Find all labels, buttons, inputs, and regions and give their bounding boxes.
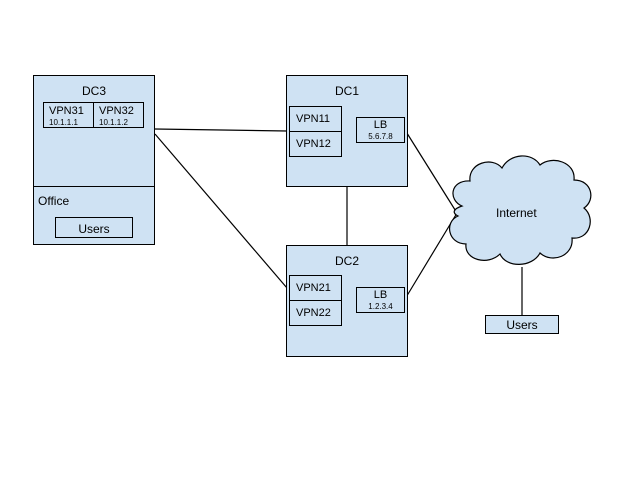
lb1-box: LB 5.6.7.8 [356, 117, 405, 143]
internet-cloud-icon [449, 155, 592, 265]
vpn22-label: VPN22 [296, 307, 331, 319]
vpn11-label: VPN11 [296, 113, 331, 125]
lb2-label: LB [373, 289, 388, 301]
office-label: Office [38, 194, 70, 208]
vpn22-box: VPN22 [289, 300, 342, 326]
vpn32-label: VPN32 [99, 105, 134, 117]
link-lb1-internet [404, 129, 458, 214]
link-dc3-dc2 [154, 133, 288, 289]
vpn21-label: VPN21 [296, 282, 331, 294]
dc3-title: DC3 [81, 84, 106, 98]
dc3-users-box: Users [55, 217, 133, 238]
vpn21-box: VPN21 [289, 275, 342, 301]
dc3-office-divider [34, 186, 154, 187]
vpn31-box: VPN31 10.1.1.1 [43, 102, 94, 128]
dc1-title: DC1 [334, 84, 359, 98]
internet-label: Internet [496, 206, 537, 220]
lb2-ip: 1.2.3.4 [368, 302, 393, 311]
internet-users-box: Users [485, 315, 559, 334]
dc3-users-label: Users [78, 222, 110, 236]
vpn11-box: VPN11 [289, 106, 342, 132]
vpn32-ip: 10.1.1.2 [99, 118, 128, 127]
dc2-title: DC2 [334, 254, 359, 268]
link-dc3-dc1 [154, 128, 288, 132]
lb1-ip: 5.6.7.8 [368, 132, 393, 141]
vpn31-ip: 10.1.1.1 [49, 118, 78, 127]
internet-users-label: Users [506, 318, 538, 332]
lb2-box: LB 1.2.3.4 [356, 287, 405, 313]
vpn12-box: VPN12 [289, 131, 342, 157]
vpn31-label: VPN31 [49, 105, 84, 117]
vpn12-label: VPN12 [296, 138, 331, 150]
lb1-label: LB [373, 119, 388, 131]
link-lb2-internet [404, 212, 458, 300]
vpn32-box: VPN32 10.1.1.2 [93, 102, 144, 128]
